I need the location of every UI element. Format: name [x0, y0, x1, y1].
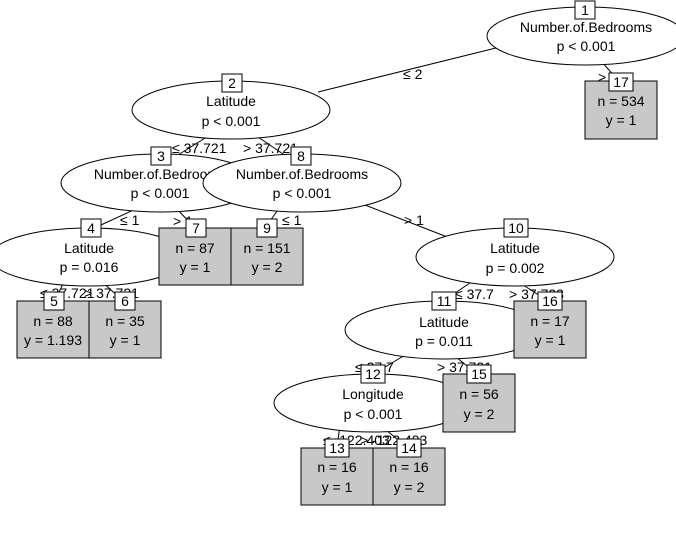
edge-label-8-10: > 1	[404, 212, 424, 228]
node-pvalue: p < 0.001	[202, 113, 261, 129]
edge-label-3-4: ≤ 1	[120, 212, 140, 228]
node-pvalue: p = 0.016	[60, 259, 119, 275]
node-id: 5	[50, 293, 58, 309]
inner-node-4: Latitude p = 0.016 4	[0, 218, 189, 287]
leaf-node-13: n = 16 y = 1 13	[300, 438, 374, 506]
leaf-y: y = 1	[322, 479, 353, 495]
leaf-y: y = 2	[394, 479, 425, 495]
node-id: 7	[192, 220, 200, 236]
leaf-node-14: n = 16 y = 2 14	[372, 438, 446, 506]
node-id: 8	[297, 148, 305, 164]
node-id: 3	[157, 148, 165, 164]
leaf-y: y = 2	[464, 406, 495, 422]
node-variable: Number.of.Bedrooms	[94, 166, 226, 182]
node-pvalue: p < 0.001	[131, 185, 190, 201]
leaf-n: n = 16	[317, 459, 357, 475]
inner-node-3: Number.of.Bedrooms p < 0.001 3	[60, 146, 260, 213]
leaf-y: y = 1	[180, 259, 211, 275]
leaf-n: n = 151	[243, 240, 290, 256]
inner-node-2: Latitude p < 0.001 2	[131, 73, 331, 140]
leaf-node-15: n = 56 y = 2 15	[442, 364, 516, 433]
leaf-n: n = 17	[530, 313, 570, 329]
leaf-node-9: n = 151 y = 2 9	[230, 218, 304, 286]
leaf-y: y = 1	[110, 332, 141, 348]
leaf-y: y = 1.193	[24, 332, 82, 348]
leaf-node-7: n = 87 y = 1 7	[158, 218, 232, 286]
leaf-y: y = 1	[535, 332, 566, 348]
node-id: 4	[87, 220, 95, 236]
node-pvalue: p < 0.001	[344, 406, 403, 422]
node-id: 10	[508, 220, 524, 236]
edge-label-8-9: ≤ 1	[282, 212, 302, 228]
node-variable: Latitude	[419, 314, 469, 330]
inner-node-10: Latitude p = 0.002 10	[415, 218, 615, 287]
node-id: 6	[121, 293, 129, 309]
leaf-n: n = 35	[105, 313, 145, 329]
leaf-n: n = 56	[459, 386, 499, 402]
node-id: 2	[228, 75, 236, 91]
leaf-node-6: n = 35 y = 1 6	[88, 291, 162, 359]
node-variable: Latitude	[64, 240, 114, 256]
edge-label-10-11: ≤ 37.7	[455, 286, 494, 302]
leaf-y: y = 2	[252, 259, 283, 275]
edge-labels: ≤ 2 > 2 ≤ 37.721 > 37.721 ≤ 1 > 1 ≤ 37.7…	[40, 66, 618, 448]
leaf-n: n = 16	[389, 459, 429, 475]
leaf-node-17: n = 534 y = 1 17	[584, 72, 658, 140]
node-pvalue: p < 0.001	[273, 185, 332, 201]
leaf-node-5: n = 88 y = 1.193 5	[16, 291, 90, 359]
node-id: 9	[263, 220, 271, 236]
edge-label-2-3: ≤ 37.721	[172, 140, 227, 156]
node-variable: Number.of.Bedrooms	[236, 166, 368, 182]
node-id: 13	[329, 440, 345, 456]
node-variable: Latitude	[206, 93, 256, 109]
node-variable: Number.of.Bedrooms	[520, 19, 652, 35]
node-id: 1	[581, 2, 589, 18]
node-pvalue: p = 0.011	[415, 333, 473, 349]
edge-label-1-2: ≤ 2	[403, 66, 423, 82]
inner-node-8: Number.of.Bedrooms p < 0.001 8	[202, 146, 402, 213]
inner-node-11: Latitude p = 0.011 11	[344, 291, 544, 360]
node-variable: Latitude	[490, 240, 540, 256]
leaf-n: n = 534	[597, 93, 644, 109]
edge-label-2-8: > 37.721	[243, 140, 298, 156]
node-id: 15	[471, 366, 487, 382]
leaf-node-16: n = 17 y = 1 16	[513, 291, 587, 359]
edge-8-10	[364, 204, 456, 241]
node-variable: Longitude	[342, 386, 404, 402]
edge-1-2	[317, 46, 501, 93]
leaf-y: y = 1	[606, 112, 637, 128]
node-id: 17	[613, 74, 629, 90]
node-pvalue: p = 0.002	[486, 260, 545, 276]
leaf-n: n = 88	[33, 313, 73, 329]
node-id: 14	[401, 440, 417, 456]
leaf-n: n = 87	[175, 240, 215, 256]
node-pvalue: p < 0.001	[557, 38, 616, 54]
inner-node-1: Number.of.Bedrooms p < 0.001 1	[486, 0, 676, 66]
node-id: 11	[437, 293, 452, 309]
node-id: 16	[542, 293, 558, 309]
node-id: 12	[365, 366, 381, 382]
inner-node-12: Longitude p < 0.001 12	[273, 364, 473, 433]
